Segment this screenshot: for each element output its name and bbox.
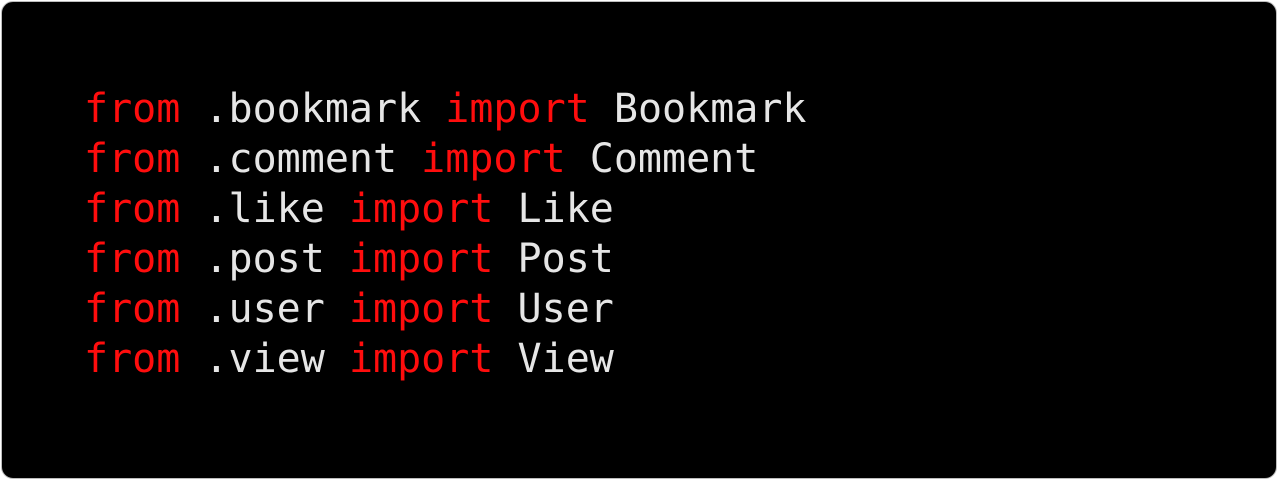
keyword-from: from	[84, 236, 181, 282]
imported-name: View	[517, 336, 614, 382]
imported-name: Like	[517, 186, 614, 232]
keyword-import: import	[445, 86, 590, 132]
keyword-from: from	[84, 86, 181, 132]
imported-name: Comment	[589, 136, 759, 182]
keyword-import: import	[348, 236, 494, 282]
code-line: from .bookmark import Bookmark	[84, 84, 807, 134]
keyword-import: import	[348, 186, 494, 232]
imported-name: Bookmark	[613, 86, 807, 132]
keyword-import: import	[348, 286, 494, 332]
code-line: from .comment import Comment	[84, 134, 807, 184]
module-name: .view	[204, 336, 325, 382]
keyword-from: from	[84, 336, 181, 382]
module-name: .bookmark	[204, 86, 422, 132]
module-name: .user	[204, 286, 325, 332]
imported-name: User	[517, 286, 614, 332]
module-name: .comment	[204, 136, 398, 182]
code-line: from .view import View	[84, 334, 807, 384]
code-line: from .user import User	[84, 284, 807, 334]
keyword-from: from	[84, 286, 181, 332]
code-line: from .post import Post	[84, 234, 807, 284]
keyword-from: from	[84, 136, 181, 182]
imported-name: Post	[517, 236, 614, 282]
module-name: .post	[204, 236, 325, 282]
keyword-from: from	[84, 186, 181, 232]
keyword-import: import	[348, 336, 494, 382]
module-name: .like	[204, 186, 325, 232]
code-line: from .like import Like	[84, 184, 807, 234]
keyword-import: import	[421, 136, 566, 182]
